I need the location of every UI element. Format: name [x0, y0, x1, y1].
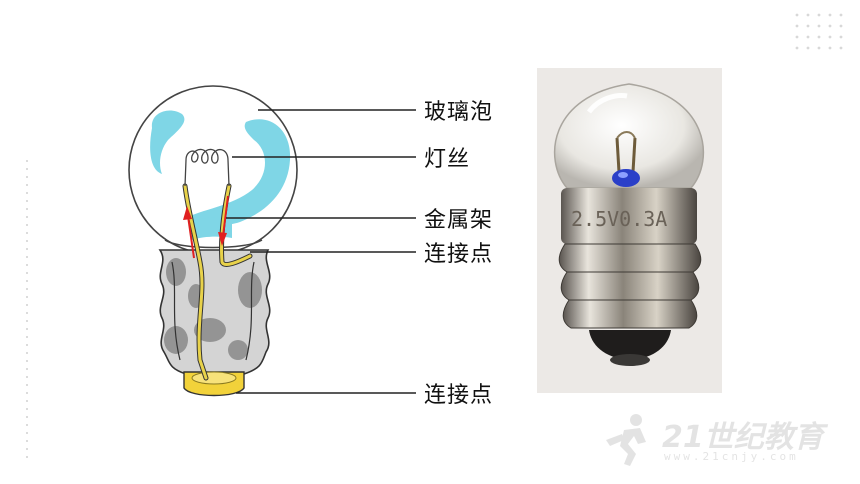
label-glass-bulb: 玻璃泡 [424, 100, 494, 125]
dot-grid-top-right [795, 13, 843, 50]
bulb-diagram [128, 85, 416, 397]
leader-lines [226, 109, 416, 394]
watermark-brand: 21世纪教育 [662, 420, 824, 455]
bottom-contact [183, 371, 245, 397]
watermark-url: www.21cnjy.com [664, 450, 799, 463]
label-filament: 灯丝 [424, 147, 471, 172]
bulb-photo: 2.5V0.3A [537, 68, 722, 393]
dotted-line-left [26, 160, 28, 460]
label-contact-point-side: 连接点 [424, 242, 494, 267]
screw-base [158, 249, 271, 375]
label-contact-point-bottom: 连接点 [424, 383, 494, 408]
glass-bulb [128, 85, 298, 255]
bulb-marking: 2.5V0.3A [571, 207, 667, 231]
label-metal-frame: 金属架 [424, 208, 494, 233]
current-arrows [183, 195, 229, 259]
runner-logo-icon [606, 414, 646, 466]
filament [184, 148, 230, 187]
watermark: 21世纪教育 www.21cnjy.com [600, 410, 840, 470]
bulb-photo-drawing: 2.5V0.3A [554, 83, 704, 366]
